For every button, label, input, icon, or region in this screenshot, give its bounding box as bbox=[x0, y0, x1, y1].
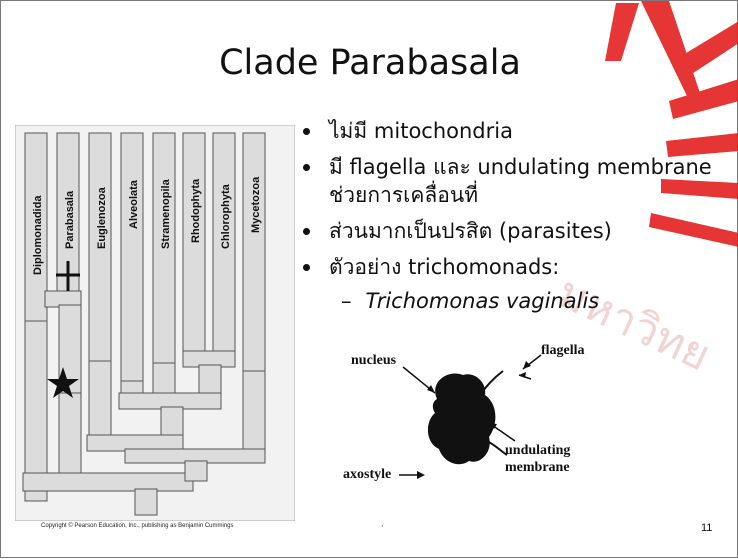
bullet-item: ส่วนมากเป็นปรสิต (parasites) bbox=[301, 217, 737, 245]
bullet-item: มี flagella และ undulating membrane ช่วย… bbox=[301, 153, 737, 209]
slide-title: Clade Parabasala bbox=[1, 43, 738, 83]
bullet-item: ไม่มี mitochondria bbox=[301, 117, 737, 145]
taxon-diplomonadida: Diplomonadida bbox=[32, 195, 44, 275]
copyright-text: Copyright © Pearson Education, Inc., pub… bbox=[41, 523, 234, 529]
sub-bullet: –Trichomonas vaginalis bbox=[341, 289, 599, 313]
species-name: Trichomonas vaginalis bbox=[366, 289, 600, 313]
taxon-stramenopila: Stramenopila bbox=[160, 178, 172, 249]
taxon-chlorophyta: Chlorophyta bbox=[220, 183, 232, 249]
footer-mark: · bbox=[381, 522, 384, 531]
page-number: 11 bbox=[701, 522, 712, 534]
bullet-dot-icon bbox=[303, 228, 310, 235]
phylogenetic-tree-figure: Diplomonadida Parabasala Euglenozoa Alve… bbox=[15, 125, 295, 521]
label-membrane: membrane bbox=[505, 460, 570, 476]
taxon-parabasala: Parabasala bbox=[64, 190, 76, 249]
trichomonas-figure: nucleus flagella undulating membrane axo… bbox=[351, 341, 611, 501]
bullet-dot-icon bbox=[303, 164, 310, 171]
bullet-item: ตัวอย่าง trichomonads: bbox=[301, 253, 737, 281]
sub-bullet-dash: – bbox=[341, 289, 352, 313]
taxon-alveolata: Alveolata bbox=[128, 179, 140, 229]
label-nucleus: nucleus bbox=[351, 353, 396, 369]
taxon-euglenozoa: Euglenozoa bbox=[96, 186, 108, 249]
label-undulating: undulating bbox=[505, 443, 570, 459]
bullet-list: ไม่มี mitochondria มี flagella และ undul… bbox=[301, 117, 737, 289]
taxon-rhodophyta: Rhodophyta bbox=[190, 178, 202, 243]
label-axostyle: axostyle bbox=[343, 467, 391, 483]
bullet-dot-icon bbox=[303, 264, 310, 271]
bullet-dot-icon bbox=[303, 128, 310, 135]
taxon-mycetozoa: Mycetozoa bbox=[250, 176, 262, 233]
label-flagella: flagella bbox=[541, 343, 585, 359]
